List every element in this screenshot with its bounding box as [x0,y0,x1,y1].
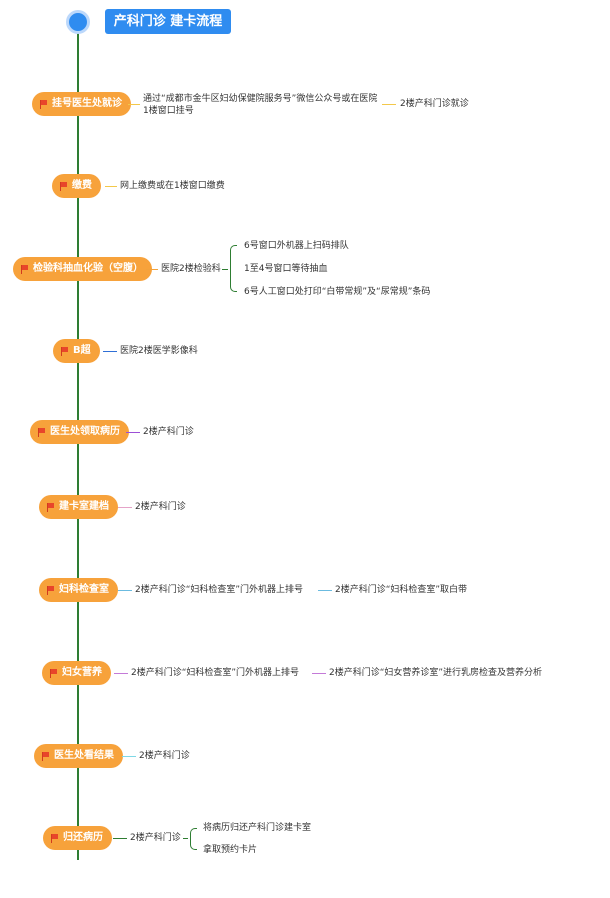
bracket [190,828,197,850]
flag-icon [47,502,55,512]
detail-text[interactable]: 拿取预约卡片 [203,845,258,855]
detail-text[interactable]: 医院2楼检验科 [161,264,221,274]
step-node[interactable]: 挂号医生处就诊 [32,92,131,116]
flag-icon [60,181,68,191]
detail-text[interactable]: 医院2楼医学影像科 [120,346,198,356]
bracket [230,245,237,292]
connector [126,432,140,433]
detail-text[interactable]: 2楼产科门诊 [135,502,186,512]
flag-icon [47,585,55,595]
flag-icon [40,99,48,109]
detail-text[interactable]: 2楼产科门诊 [130,833,181,843]
connector [222,269,228,270]
step-node[interactable]: 建卡室建档 [39,495,118,519]
detail-text[interactable]: 2楼产科门诊 [143,427,194,437]
step-node[interactable]: B超 [53,339,100,363]
step-node[interactable]: 归还病历 [43,826,112,850]
connector [103,351,117,352]
flag-icon [21,264,29,274]
detail-text[interactable]: 6号窗口外机器上扫码排队 [244,241,349,251]
detail-text[interactable]: 2楼产科门诊“妇科检查室”门外机器上排号 [135,585,304,595]
step-label: 妇女营养 [62,667,102,678]
detail-text[interactable]: 网上缴费或在1楼窗口缴费 [120,181,225,191]
step-node[interactable]: 医生处看结果 [34,744,123,768]
connector [318,590,332,591]
detail-text[interactable]: 2楼产科门诊“妇女营养诊室”进行乳房检查及营养分析 [329,668,543,678]
connector [113,838,127,839]
connector [146,269,158,270]
connector [122,756,136,757]
detail-text[interactable]: 1至4号窗口等待抽血 [244,264,328,274]
step-node[interactable]: 妇女营养 [42,661,111,685]
detail-text[interactable]: 通过“成都市金牛区妇幼保健院服务号”微信公众号或在医院1楼窗口挂号 [143,94,378,116]
flag-icon [50,668,58,678]
step-label: 妇科检查室 [59,584,109,595]
connector [118,507,132,508]
step-label: B超 [73,345,91,356]
step-node[interactable]: 检验科抽血化验（空腹） [13,257,152,281]
step-label: 建卡室建档 [59,501,109,512]
flag-icon [42,751,50,761]
step-label: 挂号医生处就诊 [52,98,122,109]
connector [183,838,188,839]
detail-text[interactable]: 2楼产科门诊“妇科检查室”取白带 [335,585,468,595]
root-node[interactable] [66,10,90,34]
step-label: 归还病历 [63,832,103,843]
step-node[interactable]: 妇科检查室 [39,578,118,602]
step-node[interactable]: 缴费 [52,174,101,198]
detail-text[interactable]: 2楼产科门诊 [139,751,190,761]
detail-text[interactable]: 2楼产科门诊“妇科检查室”门外机器上排号 [131,668,300,678]
connector [128,104,140,105]
step-label: 医生处领取病历 [50,426,120,437]
timeline-spine [77,30,79,860]
connector [118,590,132,591]
detail-text[interactable]: 6号人工窗口处打印“白带常规”及“尿常规”条码 [244,287,431,297]
connector [114,673,128,674]
step-node[interactable]: 医生处领取病历 [30,420,129,444]
detail-text[interactable]: 2楼产科门诊就诊 [400,99,469,109]
step-label: 医生处看结果 [54,750,114,761]
connector [382,104,396,105]
step-label: 检验科抽血化验（空腹） [33,263,143,274]
flag-icon [61,346,69,356]
step-label: 缴费 [72,180,92,191]
page-title[interactable]: 产科门诊 建卡流程 [105,9,231,34]
detail-text[interactable]: 将病历归还产科门诊建卡室 [203,823,312,833]
flag-icon [38,427,46,437]
flag-icon [51,833,59,843]
connector [105,186,117,187]
connector [312,673,326,674]
